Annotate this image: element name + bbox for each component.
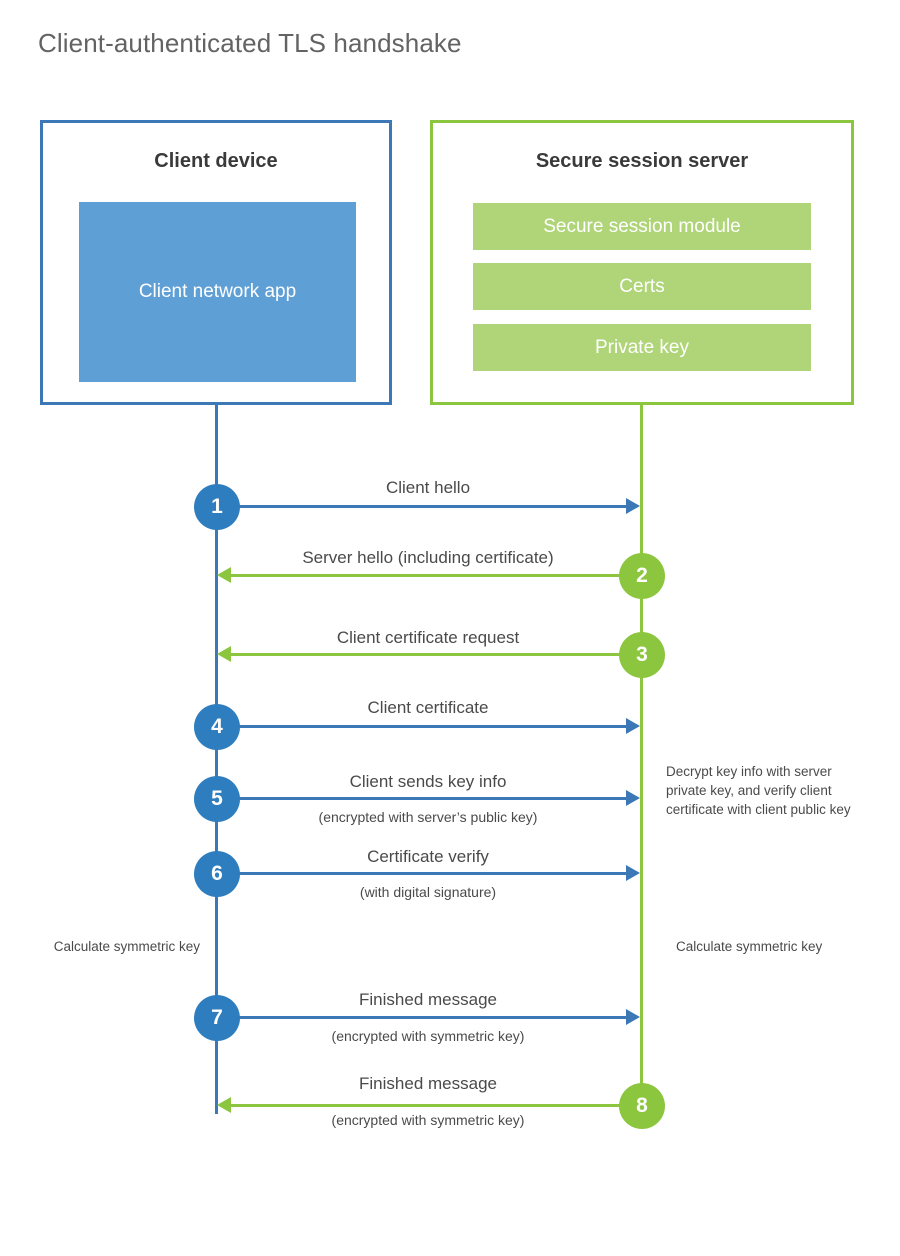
step-7-arrowhead — [626, 1009, 640, 1025]
step-3-arrow-line — [231, 653, 642, 656]
secure-session-server-title: Secure session server — [535, 150, 749, 172]
client-network-app-block: Client network app — [79, 202, 356, 382]
step-3-marker[interactable]: 3 — [619, 632, 665, 678]
step-3-arrowhead — [217, 646, 231, 662]
client-lifeline — [215, 405, 218, 1114]
step-6-arrow-line — [217, 872, 626, 875]
secure-session-server-box: Secure session server Secure session mod… — [430, 120, 854, 405]
step-4-marker[interactable]: 4 — [194, 704, 240, 750]
step-7-sublabel: (encrypted with symmetric key) — [331, 1028, 525, 1044]
page-title: Client-authenticated TLS handshake — [38, 28, 462, 58]
step-7-label: Finished message — [359, 990, 497, 1009]
step-1-arrow-line — [217, 505, 626, 508]
step-4-arrowhead — [626, 718, 640, 734]
step-2-arrow-line — [231, 574, 642, 577]
step-2-marker[interactable]: 2 — [619, 553, 665, 599]
step-8-sublabel: (encrypted with symmetric key) — [331, 1112, 525, 1128]
step-1-label: Client hello — [385, 478, 471, 497]
step-6-marker[interactable]: 6 — [194, 851, 240, 897]
step-5-arrow-line — [217, 797, 626, 800]
step-4-arrow-line — [217, 725, 626, 728]
server-component-secure-session-module: Secure session module — [473, 203, 811, 250]
step-6-label: Certificate verify — [367, 847, 489, 866]
step-2-label: Server hello (including certificate) — [302, 548, 554, 567]
step-5-label: Client sends key info — [349, 772, 507, 791]
step-5-sublabel: (encrypted with server’s public key) — [318, 809, 538, 825]
step-8-arrow-line — [231, 1104, 642, 1107]
step-8-marker[interactable]: 8 — [619, 1083, 665, 1129]
step-2-arrowhead — [217, 567, 231, 583]
step-1-marker[interactable]: 1 — [194, 484, 240, 530]
step-4-label: Client certificate — [367, 698, 489, 717]
step-1-arrowhead — [626, 498, 640, 514]
step-6-arrowhead — [626, 865, 640, 881]
client-device-title: Client device — [154, 150, 278, 172]
step-8-arrowhead — [217, 1097, 231, 1113]
step-5-marker[interactable]: 5 — [194, 776, 240, 822]
note-decrypt-key-info: Decrypt key info with server private key… — [666, 764, 851, 818]
note-calculate-symmetric-key-server: Calculate symmetric key — [676, 939, 823, 954]
step-7-marker[interactable]: 7 — [194, 995, 240, 1041]
step-3-label: Client certificate request — [336, 628, 520, 647]
client-device-box: Client device Client network app — [40, 120, 392, 405]
server-component-certs: Certs — [473, 263, 811, 310]
server-lifeline — [640, 405, 643, 1106]
step-8-label: Finished message — [359, 1074, 497, 1093]
step-7-arrow-line — [217, 1016, 626, 1019]
note-calculate-symmetric-key-client: Calculate symmetric key — [53, 939, 200, 954]
step-6-sublabel: (with digital signature) — [359, 884, 497, 900]
server-component-private-key: Private key — [473, 324, 811, 371]
step-5-arrowhead — [626, 790, 640, 806]
